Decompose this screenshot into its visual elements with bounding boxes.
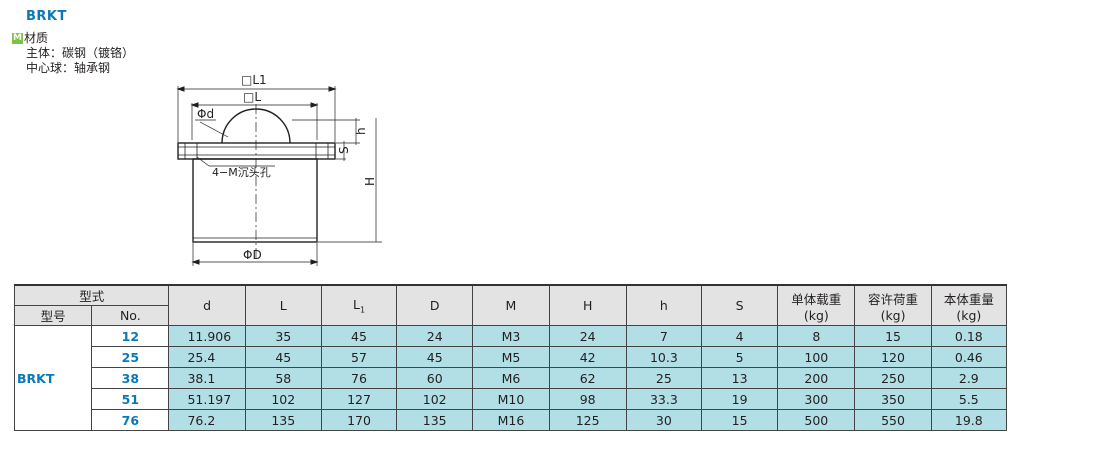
cell-M: M6: [472, 367, 550, 389]
header-model: 型号: [13, 305, 93, 326]
cell-h: 33.3: [625, 388, 702, 410]
cell-d: 38.1: [168, 367, 246, 389]
cell-L1: 170: [320, 409, 398, 431]
cell-M: M3: [472, 325, 550, 347]
cell-L1: 127: [320, 388, 398, 410]
cell-unit-load: 500: [777, 409, 856, 431]
cell-M: M5: [472, 346, 550, 368]
cell-M: M10: [472, 388, 550, 410]
header-h: h: [625, 284, 702, 326]
cell-S: 15: [700, 409, 779, 431]
table-row: 76 76.2 135 170 135 M16 125 30 15 500 55…: [15, 409, 1008, 431]
cell-S: 13: [700, 367, 779, 389]
cell-L: 45: [244, 346, 322, 368]
header-L1: L1: [320, 284, 398, 326]
cell-d: 25.4: [168, 346, 246, 368]
row-no: 51: [91, 388, 170, 410]
cell-allowable-load: 350: [854, 388, 932, 410]
cell-d: 76.2: [168, 409, 246, 431]
dim-h-label: h: [354, 127, 368, 135]
cell-L: 58: [244, 367, 322, 389]
header-unit-load: 单体载重(kg): [777, 284, 856, 326]
header-M: M: [472, 284, 550, 326]
dim-D-label: ΦD: [243, 248, 262, 262]
cell-h: 7: [625, 325, 702, 347]
cell-unit-load: 8: [777, 325, 856, 347]
series-cell: BRKT: [13, 325, 93, 431]
technical-drawing: □L1 □L Φd h S 4−M沉头孔 H ΦD: [176, 73, 382, 266]
cell-h: 30: [625, 409, 702, 431]
cell-M: M16: [472, 409, 550, 431]
cell-body-weight: 0.46: [930, 346, 1008, 368]
cell-L: 35: [244, 325, 322, 347]
cell-allowable-load: 550: [854, 409, 932, 431]
row-no: 25: [91, 346, 170, 368]
cell-h: 10.3: [625, 346, 702, 368]
cell-L1: 57: [320, 346, 398, 368]
header-allowable-load: 容许荷重(kg): [854, 284, 932, 326]
material-ball-line: 中心球：轴承钢: [26, 61, 111, 75]
dim-d-label: Φd: [197, 107, 214, 121]
header-type-group: 型式: [13, 284, 170, 306]
table-row: 25 25.4 45 57 45 M5 42 10.3 5 100 120 0.…: [15, 346, 1008, 368]
cell-D: 45: [396, 346, 474, 368]
header-body-weight: 本体重量(kg): [930, 284, 1008, 326]
cell-L1: 76: [320, 367, 398, 389]
header-row-1: 型式 d L L1 D M H h S 单体载重(kg) 容许荷重(kg) 本体…: [13, 284, 1008, 326]
cell-allowable-load: 250: [854, 367, 932, 389]
table-row: BRKT 12 11.906 35 45 24 M3 24 7 4 8 15 0…: [13, 325, 1008, 431]
row-no: 12: [91, 325, 170, 347]
cell-body-weight: 5.5: [930, 388, 1008, 410]
dim-M-label: 4−M沉头孔: [212, 166, 271, 179]
dim-H-label: H: [363, 177, 377, 186]
cell-D: 24: [396, 325, 474, 347]
cell-h: 25: [625, 367, 702, 389]
product-title: BRKT: [26, 9, 67, 24]
cell-D: 135: [396, 409, 474, 431]
table-row: 38 38.1 58 76 60 M6 62 25 13 200 250 2.9: [15, 367, 1008, 389]
cell-H: 42: [548, 346, 627, 368]
cell-L: 102: [244, 388, 322, 410]
cell-unit-load: 100: [777, 346, 856, 368]
table-row: 51 51.197 102 127 102 M10 98 33.3 19 300…: [15, 388, 1008, 410]
spec-table: 型式 d L L1 D M H h S 单体载重(kg) 容许荷重(kg) 本体…: [13, 284, 1008, 431]
header-H: H: [548, 284, 627, 326]
cell-allowable-load: 120: [854, 346, 932, 368]
header-S: S: [700, 284, 779, 326]
cell-body-weight: 2.9: [930, 367, 1008, 389]
material-body-line: 主体：碳钢（镀铬）: [26, 46, 135, 60]
dim-L1-label: □L1: [241, 73, 267, 87]
cell-body-weight: 19.8: [930, 409, 1008, 431]
cell-unit-load: 200: [777, 367, 856, 389]
header-no: No.: [91, 305, 170, 326]
dim-L-label: □L: [243, 90, 261, 104]
dim-S-label: S: [337, 146, 351, 154]
cell-S: 19: [700, 388, 779, 410]
header-D: D: [396, 284, 474, 326]
cell-D: 60: [396, 367, 474, 389]
cell-H: 125: [548, 409, 627, 431]
cell-H: 98: [548, 388, 627, 410]
header-d: d: [168, 284, 246, 326]
cell-L1: 45: [320, 325, 398, 347]
cell-H: 24: [548, 325, 627, 347]
cell-allowable-load: 15: [854, 325, 932, 347]
row-no: 76: [91, 409, 170, 431]
cell-S: 5: [700, 346, 779, 368]
cell-H: 62: [548, 367, 627, 389]
header-row-2: 型号 No.: [13, 305, 1007, 326]
material-heading: 材质: [24, 31, 49, 45]
header-L: L: [244, 284, 322, 326]
cell-L: 135: [244, 409, 322, 431]
material-icon: M: [12, 33, 23, 44]
cell-D: 102: [396, 388, 474, 410]
cell-d: 51.197: [168, 388, 246, 410]
cell-unit-load: 300: [777, 388, 856, 410]
cell-S: 4: [700, 325, 779, 347]
cell-d: 11.906: [168, 325, 246, 347]
cell-body-weight: 0.18: [930, 325, 1008, 347]
row-no: 38: [91, 367, 170, 389]
